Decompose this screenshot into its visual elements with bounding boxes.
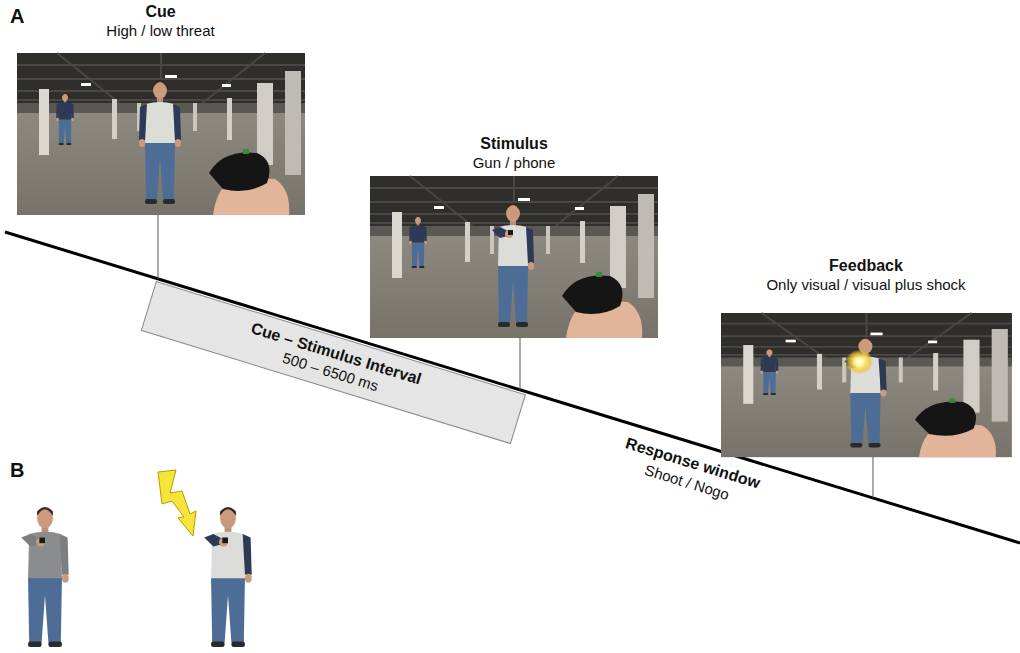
node-title: Feedback	[716, 256, 1016, 275]
cue-heading: CueHigh / low threat	[17, 2, 304, 40]
node-title: Cue	[17, 2, 304, 21]
node-title: Stimulus	[370, 134, 658, 153]
panel-letter: A	[10, 4, 24, 28]
node-subtitle: Only visual / visual plus shock	[716, 275, 1016, 294]
panel-letter: B	[10, 458, 24, 482]
feedback-heading: FeedbackOnly visual / visual plus shock	[716, 256, 1016, 294]
node-subtitle: High / low threat	[17, 21, 304, 40]
stimulus-heading: StimulusGun / phone	[370, 134, 658, 172]
node-subtitle: Gun / phone	[370, 153, 658, 172]
